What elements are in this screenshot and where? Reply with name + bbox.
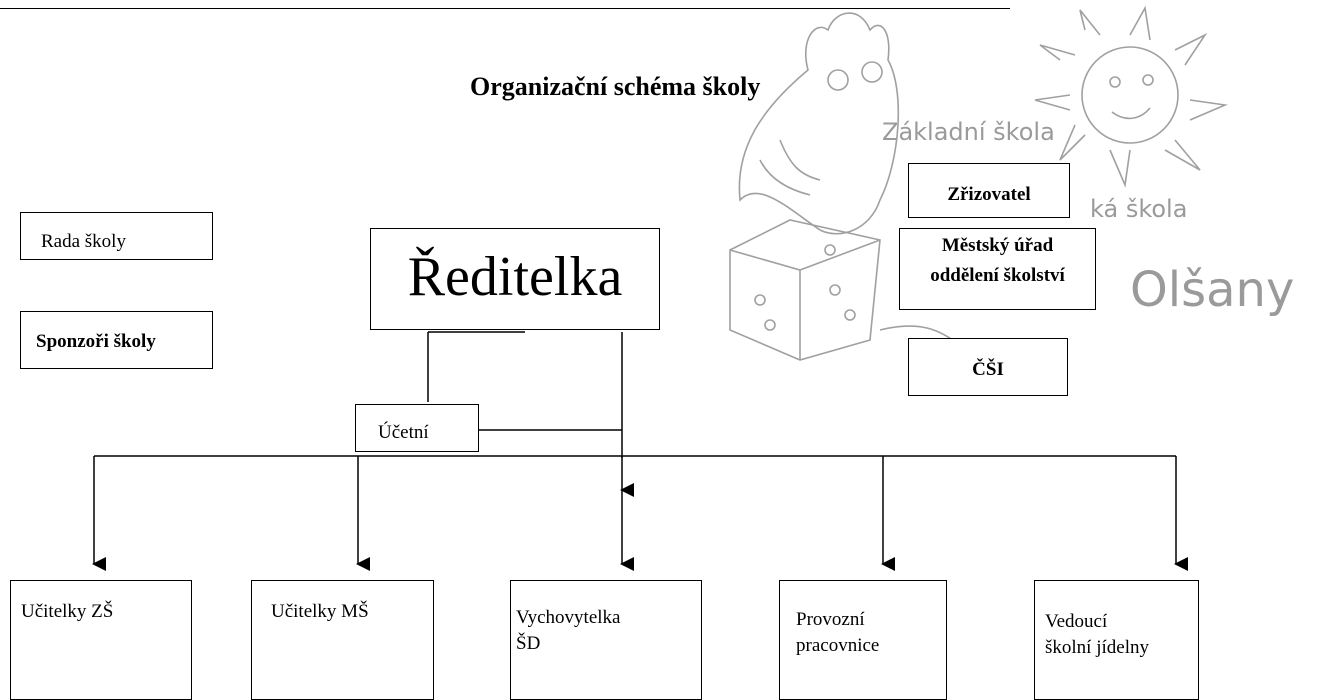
staff-label-ms-teachers: Učitelky MŠ [271,601,369,622]
top-rule [0,8,1010,9]
director-label: Ředitelka [407,246,623,308]
staff-label-operational-1: Provozní [796,609,865,630]
municipal-label-1: Městský úřad [941,235,1054,256]
staff-label-zs-teachers: Učitelky ZŠ [21,601,114,622]
staff-label-canteen-2: školní jídelny [1045,637,1149,658]
watermark-text-1: Základní škola [882,118,1055,146]
accountant-label: Účetní [378,422,429,443]
staff-label-educator-1: Vychovytelka [516,607,621,628]
staff-box-zs-teachers: Učitelky ZŠ [10,580,192,700]
watermark-text-3: Olšany [1130,262,1295,318]
sponsors-box: Sponzoři školy [20,311,213,369]
founder-box: Zřizovatel [908,163,1070,218]
staff-box-operational: Provozní pracovnice [779,580,947,700]
staff-box-educator: Vychovytelka ŠD [510,580,702,700]
staff-label-canteen-1: Vedoucí [1045,611,1108,632]
municipal-label-2: oddělení školství [930,265,1065,286]
staff-box-ms-teachers: Učitelky MŠ [251,580,434,700]
municipal-office-box: Městský úřad oddělení školství [899,228,1096,310]
page-title: Organizační schéma školy [470,72,761,101]
council-label: Rada školy [41,231,126,252]
director-box: Ředitelka [370,228,660,330]
council-box: Rada školy [20,212,213,260]
founder-label: Zřizovatel [947,184,1031,205]
staff-label-educator-2: ŠD [516,633,541,654]
accountant-box: Účetní [355,404,479,452]
staff-label-operational-2: pracovnice [796,635,880,656]
staff-box-canteen: Vedoucí školní jídelny [1034,580,1199,700]
sponsors-label: Sponzoři školy [36,331,156,352]
inspection-box: ČŠI [908,338,1068,396]
inspection-label: ČŠI [972,359,1004,380]
watermark-text-2: ká škola [1090,195,1188,223]
